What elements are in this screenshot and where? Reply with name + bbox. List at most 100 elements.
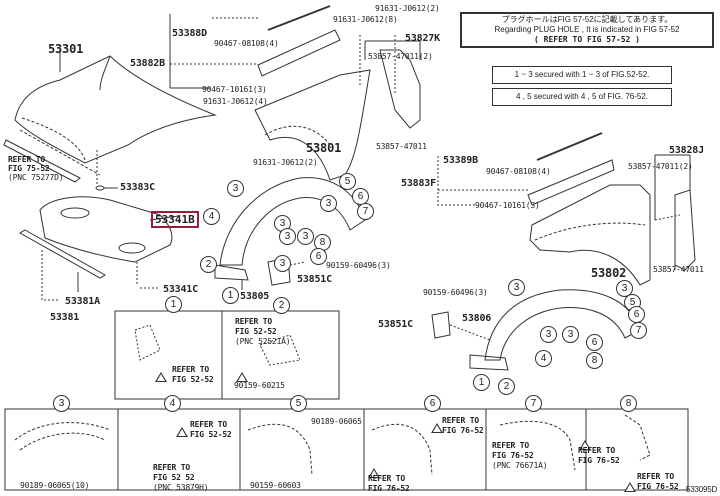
callout-8: 8: [314, 234, 331, 251]
diagram-id: 533095D: [686, 485, 718, 494]
part-label-hood[interactable]: 53301: [48, 42, 84, 56]
callout-4: 4: [203, 208, 220, 225]
part-label-cushion[interactable]: 53383C: [120, 182, 155, 193]
callout-3: 3: [297, 228, 314, 245]
part-label-liner-rh[interactable]: 53806: [462, 313, 492, 324]
detail-4-warning-icon: [176, 421, 188, 440]
detail-8-warning-icon-4: [579, 434, 591, 453]
detail-box-1: [114, 310, 223, 400]
callout-8: 8: [586, 352, 603, 369]
callout-1: 1: [165, 296, 182, 313]
part-label-clip-top-r[interactable]: 90467-08108(4): [486, 167, 551, 176]
fender-rh-drawing: [529, 154, 696, 286]
callout-6: 6: [628, 306, 645, 323]
detail-6-ref2: REFER TO: [368, 474, 405, 483]
hood-seal-fig[interactable]: FIG 75-52: [8, 164, 50, 173]
cowl-seal-drawing: [169, 5, 341, 89]
callout-3: 3: [562, 326, 579, 343]
callout-3: 3: [274, 255, 291, 272]
callout-3: 3: [508, 279, 525, 296]
part-label-insulator-clip[interactable]: 53341C: [163, 284, 198, 295]
detail-4-fig2[interactable]: FIG 52 52: [153, 473, 195, 482]
callout-2: 2: [200, 256, 217, 273]
cowl-seal-rh-drawing: [437, 132, 615, 206]
part-label-fender-lh[interactable]: 53801: [306, 141, 342, 155]
detail-7-fig[interactable]: FIG 76-52: [492, 451, 534, 460]
detail-4-ref2: REFER TO: [153, 463, 190, 472]
liner-lh-drawing: [214, 177, 366, 290]
part-label-clip-mid[interactable]: 90467-10161(3): [202, 85, 267, 94]
part-label-bracket-k[interactable]: 53827K: [405, 33, 440, 44]
fender-lh-drawing: [254, 35, 421, 181]
part-label-bracket-j[interactable]: 53828J: [669, 145, 704, 156]
part-label-seal-f[interactable]: 53883F: [401, 178, 436, 189]
secured-note-1-text: 1 ~ 3 secured with 1 ~ 3 of FIG.52-52.: [514, 70, 650, 79]
callout-2: 2: [498, 378, 515, 395]
part-label-mudguard-lh[interactable]: 53851C: [297, 274, 332, 285]
detail-2-ref: REFER TO: [235, 317, 272, 326]
detail-6-warning-icon-5: [431, 417, 443, 436]
part-label-cover-b[interactable]: 53389B: [443, 155, 478, 166]
part-label-clip-k1[interactable]: 53857-47011(2): [368, 52, 433, 61]
detail-2-pnc: (PNC 52521A): [235, 337, 291, 346]
part-label-clip-mid-r[interactable]: 90467-10161(3): [475, 201, 540, 210]
part-label-clip-j2[interactable]: 53857-47011: [653, 265, 704, 274]
callout-6: 6: [586, 334, 603, 351]
detail-8-header: 8: [620, 395, 637, 412]
detail-4-pnc: (PNC 53879H): [153, 483, 209, 492]
detail-4-ref1: REFER TO: [190, 420, 227, 429]
part-label-cover-d[interactable]: 53388D: [172, 28, 207, 39]
callout-4: 4: [535, 350, 552, 367]
part-label-clip-top[interactable]: 90467-08108(4): [214, 39, 279, 48]
detail-3-header: 3: [53, 395, 70, 412]
secured-note-1: 1 ~ 3 secured with 1 ~ 3 of FIG.52-52.: [492, 66, 672, 84]
part-label-screw-lh[interactable]: 90159-60496(3): [326, 261, 391, 270]
detail-5-part2[interactable]: 90159-60603: [250, 481, 301, 490]
part-label-seal-a[interactable]: 53381A: [65, 296, 100, 307]
part-label-bolt-2[interactable]: 91631-J0612(8): [333, 15, 398, 24]
callout-5: 5: [339, 173, 356, 190]
callout-3: 3: [227, 180, 244, 197]
detail-8-fig1[interactable]: FIG 76-52: [578, 456, 620, 465]
plug-hole-note-en: Regarding PLUG HOLE , It is indicated in…: [494, 25, 680, 34]
part-label-screw-rh[interactable]: 90159-60496(3): [423, 288, 488, 297]
callout-3: 3: [616, 280, 633, 297]
detail-6-ref1: REFER TO: [442, 416, 479, 425]
part-label-clip-k2[interactable]: 53857-47011: [376, 142, 427, 151]
part-label-seal-b[interactable]: 53882B: [130, 58, 165, 69]
detail-4-header: 4: [164, 395, 181, 412]
part-label-clip-j1[interactable]: 53857-47011(2): [628, 162, 693, 171]
plug-hole-ref: ( REFER TO FIG 57-52 ): [534, 35, 640, 44]
part-label-bolt-4[interactable]: 91631-J0612(2): [253, 158, 318, 167]
callout-3: 3: [279, 228, 296, 245]
detail-6-fig1[interactable]: FIG 76-52: [442, 426, 484, 435]
part-label-fender-rh[interactable]: 53802: [591, 266, 627, 280]
callout-3: 3: [320, 195, 337, 212]
part-label-bolt-3[interactable]: 91631-J0612(2): [375, 4, 440, 13]
detail-2-fig[interactable]: FIG 52-52: [235, 327, 277, 336]
part-label-mudguard-rh[interactable]: 53851C: [378, 319, 413, 330]
detail-box-8: [585, 408, 689, 491]
part-label-liner-lh[interactable]: 53805: [240, 291, 270, 302]
detail-5-part1[interactable]: 90189-06065: [311, 417, 362, 426]
detail-2-warning-icon: [236, 366, 248, 385]
detail-8-fig2[interactable]: FIG 76-52: [637, 482, 679, 491]
callout-1: 1: [222, 287, 239, 304]
part-label-bolt-1[interactable]: 91631-J0612(4): [203, 97, 268, 106]
callout-3: 3: [540, 326, 557, 343]
detail-5-header: 5: [290, 395, 307, 412]
detail-2-part[interactable]: 90159-60215: [234, 381, 285, 390]
detail-6-fig2[interactable]: FIG 76-52: [368, 484, 410, 493]
detail-4-fig1[interactable]: FIG 52-52: [190, 430, 232, 439]
secured-note-2: 4 , 5 secured with 4 , 5 of FIG. 76-52.: [492, 88, 672, 106]
detail-1-fig[interactable]: FIG 52-52: [172, 375, 214, 384]
callout-1: 1: [473, 374, 490, 391]
detail-3-part[interactable]: 90189-06065(10): [20, 481, 90, 490]
detail-7-pnc: (PNC 76671A): [492, 461, 548, 470]
part-label-seal[interactable]: 53381: [50, 312, 80, 323]
plug-hole-note-jp: プラグホールはFIG 57-52に記載してあります。: [501, 15, 673, 24]
callout-2: 2: [273, 297, 290, 314]
callout-7: 7: [357, 203, 374, 220]
part-label-insulator-highlighted[interactable]: 53341B: [151, 211, 199, 228]
